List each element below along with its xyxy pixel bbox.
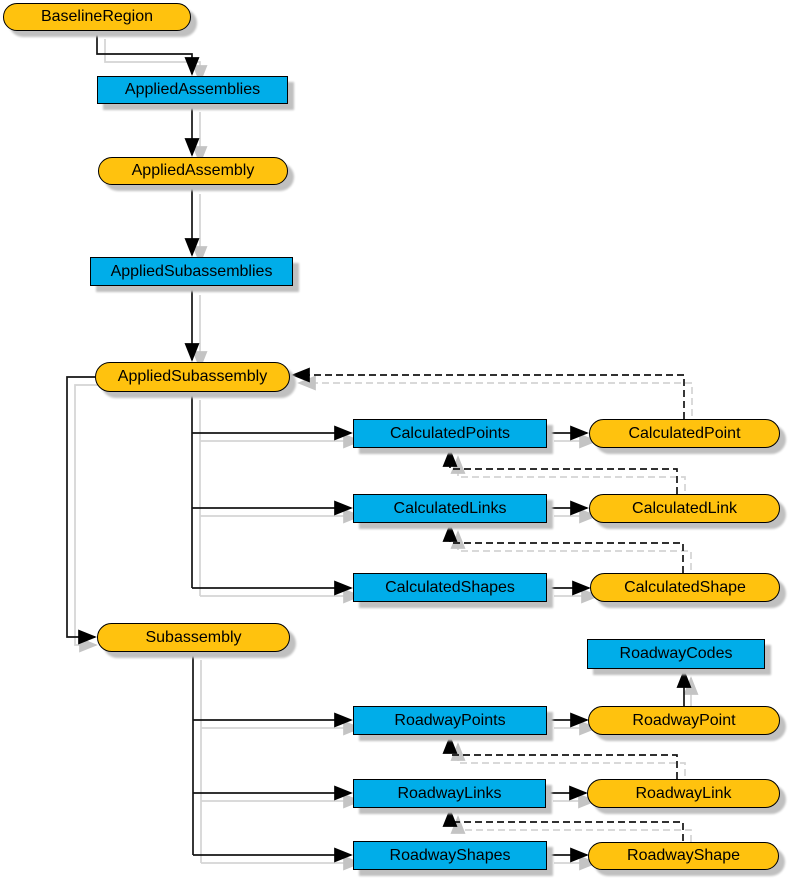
node-appliedassemblies-label: AppliedAssemblies xyxy=(124,81,261,98)
node-appliedsubassembly-label: AppliedSubassembly xyxy=(117,368,268,385)
node-calculatedpoints[interactable]: CalculatedPoints xyxy=(353,419,547,448)
ref-roadwaylink-roadwaypoints xyxy=(442,735,678,779)
node-roadwaylink-label: RoadwayLink xyxy=(635,784,732,802)
node-appliedassembly-label: AppliedAssembly xyxy=(131,162,255,179)
node-roadwaylinks[interactable]: RoadwayLinks xyxy=(353,779,546,808)
node-roadwayshapes-label: RoadwayShapes xyxy=(389,846,511,864)
node-baselineregion-label: BaselineRegion xyxy=(40,8,154,25)
node-calculatedshapes-label: CalculatedShapes xyxy=(385,578,515,596)
node-roadwayshapes[interactable]: RoadwayShapes xyxy=(353,841,547,870)
ref-roadwayshape-roadwaylinks xyxy=(442,808,684,841)
node-calculatedlink[interactable]: CalculatedLink xyxy=(589,494,780,523)
edge-baselineregion-appliedassemblies xyxy=(96,31,200,76)
node-appliedassembly[interactable]: AppliedAssembly xyxy=(98,157,288,185)
node-calculatedpoints-label: CalculatedPoints xyxy=(389,424,511,442)
node-appliedassemblies[interactable]: AppliedAssemblies xyxy=(97,76,288,104)
node-calculatedpoint-label: CalculatedPoint xyxy=(628,424,741,442)
ref-calculatedshape-calculatedlinks xyxy=(442,523,684,573)
node-baselineregion[interactable]: BaselineRegion xyxy=(3,3,191,31)
node-calculatedshapes[interactable]: CalculatedShapes xyxy=(353,573,547,602)
ref-calculatedlink-calculatedpoints xyxy=(442,448,678,494)
node-subassembly[interactable]: Subassembly xyxy=(97,623,290,652)
node-roadwaylink[interactable]: RoadwayLink xyxy=(587,779,780,808)
node-roadwaypoints-label: RoadwayPoints xyxy=(394,711,506,729)
node-calculatedlinks[interactable]: CalculatedLinks xyxy=(353,494,547,523)
node-roadwaylinks-label: RoadwayLinks xyxy=(397,784,502,802)
node-roadwaycodes[interactable]: RoadwayCodes xyxy=(587,639,765,669)
node-appliedsubassemblies-label: AppliedSubassemblies xyxy=(110,262,273,280)
node-calculatedpoint[interactable]: CalculatedPoint xyxy=(589,419,780,448)
node-roadwayshape[interactable]: RoadwayShape xyxy=(588,842,779,870)
node-roadwaypoint-label: RoadwayPoint xyxy=(632,711,736,729)
node-appliedsubassemblies[interactable]: AppliedSubassemblies xyxy=(90,257,293,286)
ref-calculatedpoint-appliedsubassembly xyxy=(291,367,685,419)
node-appliedsubassembly[interactable]: AppliedSubassembly xyxy=(95,362,290,392)
connectors xyxy=(66,31,692,863)
node-calculatedshape-label: CalculatedShape xyxy=(624,578,746,596)
node-calculatedlink-label: CalculatedLink xyxy=(632,499,737,517)
node-calculatedlinks-label: CalculatedLinks xyxy=(393,499,507,517)
node-roadwayshape-label: RoadwayShape xyxy=(627,847,740,864)
node-roadwaypoint[interactable]: RoadwayPoint xyxy=(588,706,780,735)
node-roadwaycodes-label: RoadwayCodes xyxy=(619,645,733,662)
node-subassembly-label: Subassembly xyxy=(145,628,242,646)
edge-appliedsubassembly-subassembly xyxy=(66,376,97,645)
node-roadwaypoints[interactable]: RoadwayPoints xyxy=(353,706,547,735)
node-calculatedshape[interactable]: CalculatedShape xyxy=(590,573,780,602)
